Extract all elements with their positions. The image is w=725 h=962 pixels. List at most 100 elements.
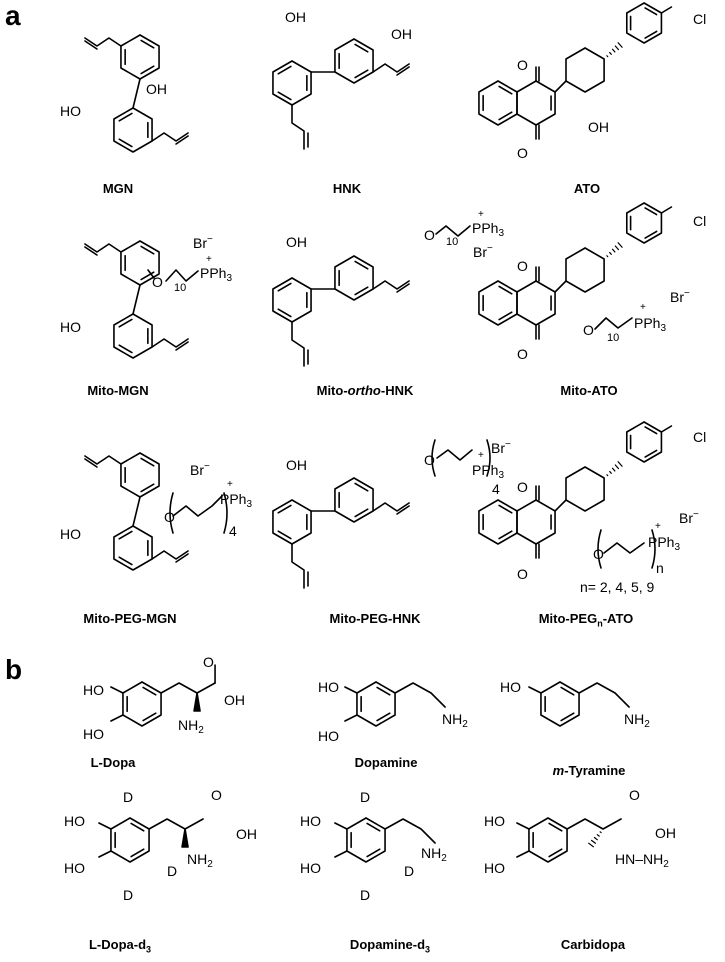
dopamine-d3-chain (384, 818, 436, 844)
mito-mgn-chain (165, 269, 199, 282)
dopamine-d3-ring (346, 817, 386, 863)
l-dopa-oh1-bond (110, 686, 124, 694)
mito-peg-hnk-allyl-right (372, 502, 410, 512)
mgn-biaryl-bond (132, 78, 141, 109)
hash-stroke (617, 242, 623, 248)
ato-benzo-ring (478, 80, 518, 126)
l-dopa-d3-ho2-label: HO (64, 860, 85, 876)
double-bond (366, 822, 381, 832)
caption-mito-peg-hnk: Mito-PEG-HNK (329, 611, 421, 626)
double-bond (142, 686, 157, 696)
mito-peg-mgn-4-label: 4 (229, 523, 237, 539)
double-bond (396, 66, 410, 76)
hash-stroke (593, 836, 598, 841)
dopamine-ho1-label: HO (318, 679, 339, 695)
mgn-allyl-bottom (151, 132, 189, 142)
dopamine-nh2-label: NH2 (442, 711, 468, 730)
ato-o-bottom-label: O (517, 145, 528, 161)
mito-pegn-ato-pph3-label: PPh3 (648, 534, 681, 553)
mito-ato-quinone-ring (516, 280, 556, 326)
double-bond (175, 135, 189, 145)
double-bond (376, 712, 391, 722)
mito-hnk-10-label: 10 (446, 236, 459, 248)
l-dopa-d3-d3-label: D (123, 887, 134, 903)
mito-hnk-allyl-left (291, 321, 305, 367)
l-dopa-ho2-label: HO (83, 726, 104, 742)
m-tyramine-chain (578, 682, 630, 708)
carbidopa-oh-label: OH (655, 825, 676, 841)
mito-hnk-o-label: O (424, 227, 435, 243)
dopamine-oh2-bond (344, 714, 358, 722)
dopamine-ho2-label: HO (318, 728, 339, 744)
double-bond (548, 822, 563, 832)
double-bond (354, 260, 369, 270)
double-bond (277, 308, 292, 318)
double-bond (498, 504, 513, 514)
hash-stroke (614, 464, 620, 470)
l-dopa-d3-ring (110, 817, 150, 863)
double-bond (118, 138, 133, 148)
dopamine-d3-d3-label: D (360, 887, 371, 903)
double-bond (140, 271, 155, 281)
double-bond (498, 85, 513, 95)
mito-peg-mgn-ring-top (120, 452, 160, 498)
mito-mgn-o-bond (147, 269, 155, 279)
mito-peg-hnk-oh-label: OH (286, 457, 307, 473)
hash-stroke (611, 248, 616, 253)
dopamine-d3-nh2-label: NH2 (421, 845, 447, 864)
l-dopa-nh2-label: NH2 (178, 717, 204, 736)
m-tyramine-ho-label: HO (500, 679, 521, 695)
mgn-ring-bottom (113, 107, 153, 153)
ato-trans-hash (606, 42, 623, 58)
ato-cyclohexyl-bond (554, 80, 567, 93)
mito-peg-mgn-pph3-label: PPh3 (220, 491, 253, 510)
mito-peg-mgn-bracket-right (223, 492, 228, 534)
mito-peg-mgn-bracket-left (169, 492, 174, 534)
l-dopa-ho1-label: HO (83, 682, 104, 698)
mito-ato-chain (594, 317, 633, 330)
double-bond (277, 91, 292, 101)
mito-pegn-ato-cyclohexyl (565, 466, 605, 512)
mito-pegn-ato-bracket-left (597, 529, 602, 569)
double-bond (644, 449, 658, 458)
hnk-oh1-label: OH (285, 9, 306, 25)
double-bond (277, 504, 292, 514)
mito-pegn-ato-quinone-ring (516, 499, 556, 545)
dopamine-d3-oh1-bond (334, 822, 348, 830)
mito-mgn-o-label: O (152, 274, 163, 290)
mito-pegn-ato-chlorophenyl (625, 421, 663, 463)
mito-ato-o-bottom-label: O (517, 346, 528, 362)
mito-ato-10-label: 10 (607, 332, 620, 344)
double-bond (84, 458, 98, 468)
ato-cl-label: Cl (693, 11, 707, 27)
carbidopa-ring (528, 817, 568, 863)
double-bond (354, 43, 369, 53)
mito-ato-cyclohexyl-bond (554, 280, 567, 293)
hnk-ring-right (334, 38, 374, 84)
dopamine-oh1-bond (344, 686, 358, 694)
double-bond (140, 457, 155, 467)
dopamine-d3-ho1-label: HO (300, 813, 321, 829)
mito-peg-hnk-ring-left (272, 499, 312, 545)
l-dopa-d3-oh1-bond (98, 822, 112, 830)
double-bond (118, 530, 133, 540)
double-bond (140, 39, 155, 49)
panel-label-a: a (5, 0, 21, 31)
mito-pegn-ato-cyclohexyl-bond (554, 499, 567, 512)
ato-quinone-ring (516, 80, 556, 126)
panel-label-b: b (5, 654, 23, 685)
ato-o-top-label: O (517, 57, 528, 73)
double-bond (644, 230, 658, 239)
dopamine-d3-ho2-label: HO (300, 860, 321, 876)
double-bond (118, 344, 133, 354)
mito-hnk-allyl-right (372, 280, 410, 290)
hash-stroke (614, 45, 620, 51)
mito-ato-trans-hash (606, 242, 623, 258)
dopamine-chain (394, 682, 446, 708)
double-bond (277, 530, 292, 540)
double-bond (498, 111, 513, 121)
mito-pegn-ato-n-label: n (656, 560, 664, 576)
caption-dopamine: Dopamine (354, 755, 418, 770)
mito-hnk-br-label: Br− (473, 243, 493, 260)
